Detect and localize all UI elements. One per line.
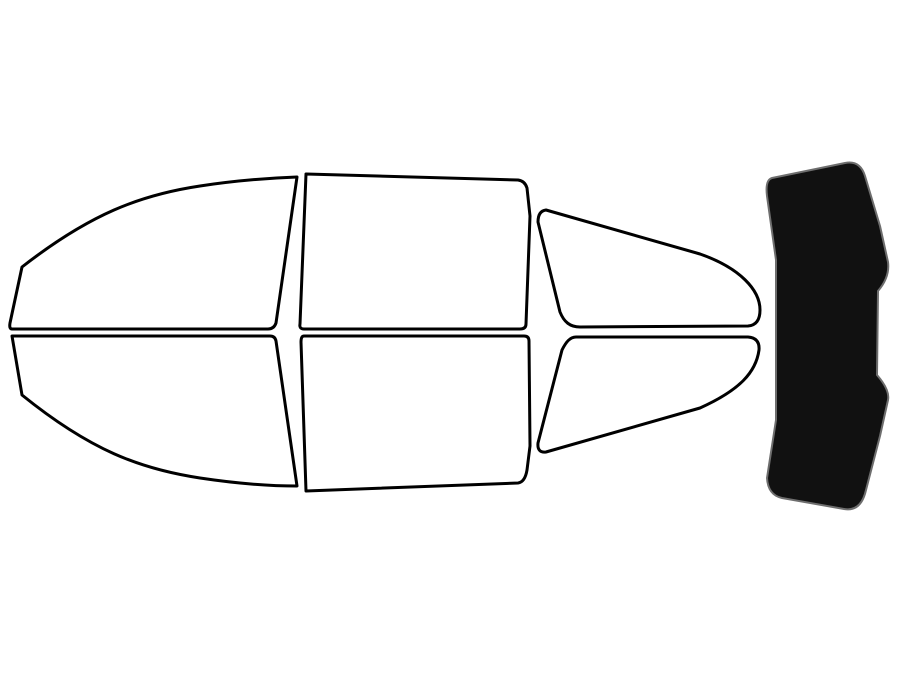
rear-door-window-upper[interactable]: [298, 172, 532, 331]
quarter-window-lower[interactable]: [536, 335, 761, 454]
front-door-window-lower[interactable]: [10, 334, 299, 488]
rear-door-window-lower[interactable]: [299, 334, 532, 493]
quarter-window-upper[interactable]: [536, 208, 762, 329]
back-windshield[interactable]: [765, 161, 890, 511]
front-door-window-upper[interactable]: [8, 175, 299, 331]
